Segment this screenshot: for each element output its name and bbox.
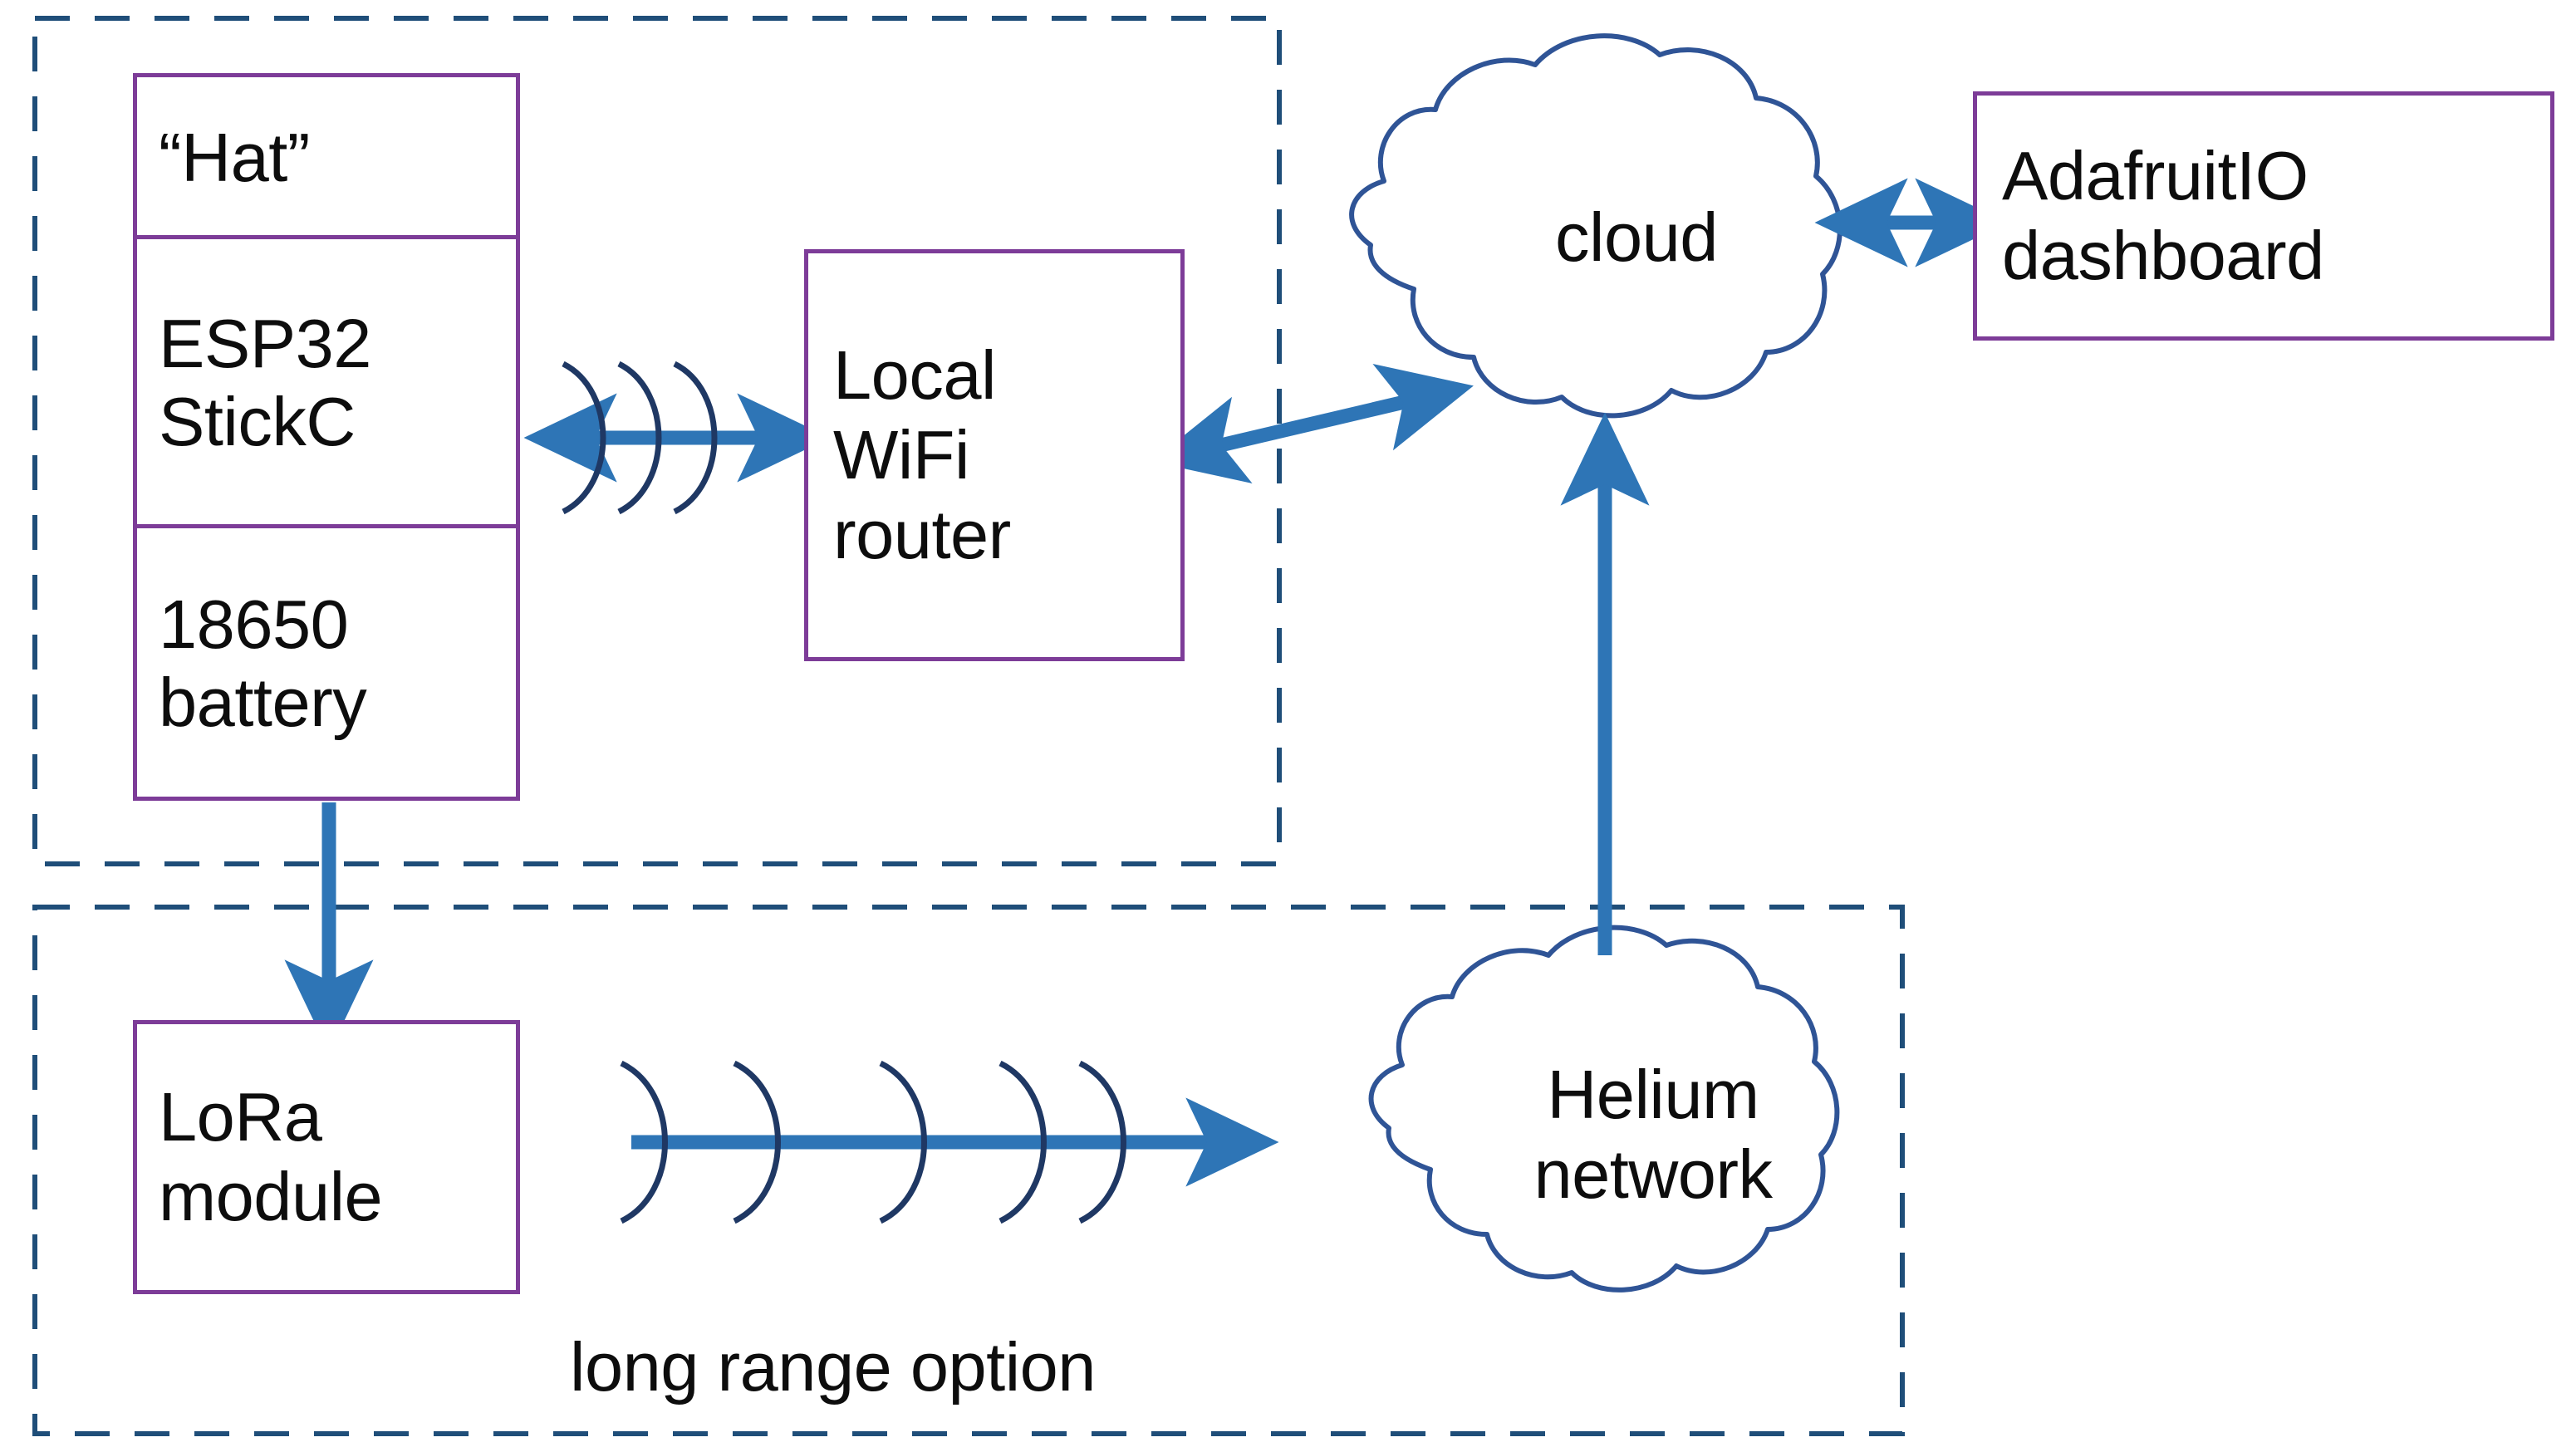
dashboard-label: AdafruitIO dashboard bbox=[2002, 136, 2324, 294]
lora-arc-3 bbox=[879, 1060, 927, 1224]
lora-arc-1 bbox=[620, 1060, 668, 1224]
hat-title-label: “Hat” bbox=[159, 118, 310, 196]
lora-module-label: LoRa module bbox=[159, 1077, 383, 1235]
dashboard-box[interactable]: AdafruitIO dashboard bbox=[1973, 91, 2554, 341]
helium-network-label: Helium network bbox=[1533, 1056, 1773, 1214]
lora-arc-2 bbox=[733, 1060, 781, 1224]
hat-assembly[interactable]: “Hat” ESP32 StickC 18650 battery bbox=[133, 73, 520, 801]
group-wifi-dashed-border bbox=[32, 16, 1282, 866]
hat-battery-label: 18650 battery bbox=[159, 585, 367, 742]
wifi-arc-1 bbox=[562, 361, 606, 515]
connection-stickc-to-router bbox=[523, 361, 831, 515]
lora-module-box[interactable]: LoRa module bbox=[133, 1020, 520, 1294]
helium-cloud-shape bbox=[1368, 925, 1840, 1293]
router-box[interactable]: Local WiFi router bbox=[804, 249, 1185, 661]
hat-battery-cell[interactable]: 18650 battery bbox=[137, 528, 516, 797]
wifi-arc-2 bbox=[617, 361, 662, 515]
hat-mcu-label: ESP32 StickC bbox=[159, 304, 371, 461]
lora-arc-5 bbox=[1078, 1060, 1126, 1224]
long-range-option-label: long range option bbox=[570, 1328, 1096, 1405]
connection-router-to-cloud bbox=[1151, 363, 1474, 484]
connection-lora-to-helium bbox=[620, 1060, 1279, 1224]
lora-arc-4 bbox=[999, 1060, 1047, 1224]
hat-title-cell[interactable]: “Hat” bbox=[137, 77, 516, 239]
hat-mcu-cell[interactable]: ESP32 StickC bbox=[137, 239, 516, 528]
wifi-arc-3 bbox=[673, 361, 718, 515]
router-label: Local WiFi router bbox=[833, 336, 1011, 574]
cloud-label: cloud bbox=[1555, 199, 1718, 276]
